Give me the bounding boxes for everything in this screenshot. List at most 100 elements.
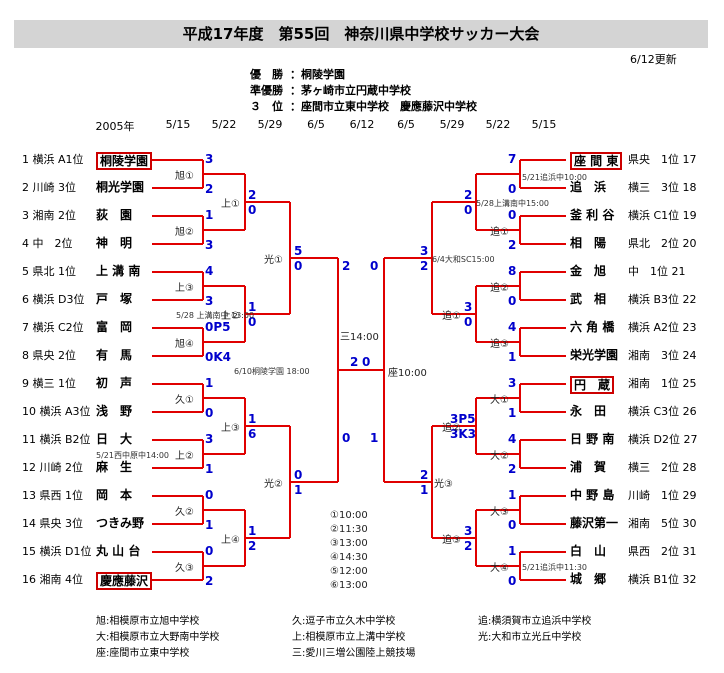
result-third: ３ 位：座間市立東中学校 慶應藤沢中学校	[250, 98, 477, 114]
round1-score-left: 0	[205, 544, 214, 558]
venue-label: 久③	[175, 563, 194, 574]
venue-label: 久①	[175, 395, 194, 406]
round2-score-left: 2	[248, 539, 257, 553]
legend-item: 追:横須賀市立追浜中学校	[478, 616, 592, 627]
venue-label: 大③	[490, 507, 509, 518]
legend-item: 三:愛川三増公園陸上競技場	[292, 648, 416, 659]
team-seed-right: 県北 2位 20	[628, 237, 697, 250]
team-name-right[interactable]: 金 旭	[570, 264, 607, 278]
result-runner-up: 準優勝：茅ヶ崎市立円蔵中学校	[250, 82, 411, 98]
round1-score-left: 1	[205, 208, 214, 222]
team-name-right[interactable]: 武 相	[570, 292, 607, 306]
team-name-left[interactable]: 桐光学園	[96, 180, 145, 194]
venue-label: 上③	[175, 283, 194, 294]
round1-score-left: 3	[205, 238, 214, 252]
team-name-left[interactable]: 麻 生	[96, 460, 133, 474]
round1-score-left: 3	[205, 152, 214, 166]
team-seed-left: 4 中 2位	[22, 237, 73, 250]
venue-semi-left: 三14:00	[340, 332, 379, 343]
round1-score-right: 1	[508, 350, 517, 364]
round2-score-left: 0	[248, 203, 257, 217]
round1-score-left: 0	[205, 406, 214, 420]
round1-score-right: 0	[508, 208, 517, 222]
team-name-right[interactable]: 浦 賀	[570, 460, 607, 474]
team-seed-right: 横浜 D2位 27	[628, 433, 698, 446]
round1-score-right: 1	[508, 488, 517, 502]
team-seed-left: 13 県西 1位	[22, 489, 83, 502]
semi-score-right: 1	[370, 431, 379, 445]
team-seed-left: 14 県央 3位	[22, 517, 83, 530]
team-name-left[interactable]: 荻 園	[96, 208, 133, 222]
round1-score-right: 0	[508, 574, 517, 588]
note: 5/21追浜中11:30	[522, 563, 588, 572]
team-seed-left: 15 横浜 D1位	[22, 545, 92, 558]
team-name-right[interactable]: 円 蔵	[570, 376, 615, 394]
team-seed-right: 横浜 A2位 23	[628, 321, 697, 334]
legend-item: 大:相模原市立大野南中学校	[96, 632, 220, 643]
round2-score-left: 1	[248, 524, 257, 538]
legend-item: 久:逗子市立久木中学校	[292, 616, 396, 627]
round1-score-right: 4	[508, 320, 517, 334]
team-name-right[interactable]: 相 陽	[570, 236, 607, 250]
team-name-right[interactable]: 城 郷	[570, 572, 607, 586]
team-name-left[interactable]: 丸 山 台	[96, 544, 141, 558]
team-name-right[interactable]: 栄光学園	[570, 348, 619, 362]
team-name-left[interactable]: 浅 野	[96, 404, 133, 418]
note: 5/21西中原中14:00	[96, 451, 170, 460]
team-name-left[interactable]: 有 馬	[96, 348, 133, 362]
round1-score-right: 0	[508, 518, 517, 532]
team-name-left[interactable]: 神 明	[96, 236, 133, 250]
team-name-left[interactable]: 戸 塚	[96, 292, 133, 306]
venue-label: 上②	[175, 451, 194, 462]
round3-score-right: 2	[420, 468, 429, 482]
semi-score-left: 2	[342, 259, 351, 273]
team-name-right[interactable]: 六 角 橋	[570, 320, 615, 334]
team-seed-left: 12 川崎 2位	[22, 461, 83, 474]
time-item: ①10:00	[330, 510, 368, 521]
team-name-right[interactable]: 日 野 南	[570, 432, 615, 446]
round2-score-right: 3	[464, 300, 473, 314]
date-header: 2005年	[95, 120, 135, 133]
team-name-left[interactable]: 岡 本	[96, 488, 133, 502]
team-name-left[interactable]: 富 岡	[96, 320, 133, 334]
round1-score-left: 1	[205, 462, 214, 476]
round1-score-left: 3	[205, 294, 214, 308]
result-label: ３ 位	[250, 100, 283, 113]
team-seed-left: 7 横浜 C2位	[22, 321, 84, 334]
venue-final: 座10:00	[388, 368, 427, 379]
round2-score-right: 0	[464, 203, 473, 217]
time-item: ②11:30	[330, 524, 368, 535]
round2-score-right: 2	[464, 188, 473, 202]
round2-score-left: 2	[248, 188, 257, 202]
team-name-right[interactable]: 中 野 島	[570, 488, 615, 502]
team-name-left[interactable]: 上 溝 南	[96, 264, 141, 278]
round1-score-right: 2	[508, 462, 517, 476]
team-name-right[interactable]: 追 浜	[570, 180, 607, 194]
team-name-right[interactable]: 釜 利 谷	[570, 208, 615, 222]
team-name-right[interactable]: 永 田	[570, 404, 607, 418]
round1-score-left: 0P5	[205, 320, 231, 334]
team-name-left[interactable]: 慶應藤沢	[96, 572, 153, 590]
venue-label: 大②	[490, 451, 509, 462]
team-name-right[interactable]: 藤沢第一	[570, 516, 619, 530]
team-seed-right: 横三 2位 28	[628, 461, 697, 474]
team-name-left[interactable]: 桐陵学園	[96, 152, 153, 170]
round2-score-right: 3K3	[450, 427, 476, 441]
time-item: ④14:30	[330, 552, 368, 563]
venue-label: 追③	[490, 339, 509, 350]
team-seed-left: 2 川崎 3位	[22, 181, 76, 194]
team-seed-left: 10 横浜 A3位	[22, 405, 91, 418]
round2-score-left: 6	[248, 427, 257, 441]
team-name-right[interactable]: 座 間 東	[570, 152, 623, 170]
legend-item: 座:座間市立東中学校	[96, 648, 190, 659]
round1-score-right: 0	[508, 182, 517, 196]
team-name-right[interactable]: 白 山	[570, 544, 607, 558]
date-header: 6/5	[307, 118, 325, 131]
team-name-left[interactable]: 日 大	[96, 432, 133, 446]
team-name-left[interactable]: 初 声	[96, 376, 133, 390]
team-name-left[interactable]: つきみ野	[96, 516, 145, 530]
result-winner: 優 勝：桐陵学園	[250, 66, 345, 82]
venue-label: 追③	[442, 535, 461, 546]
time-item: ⑤12:00	[330, 566, 368, 577]
